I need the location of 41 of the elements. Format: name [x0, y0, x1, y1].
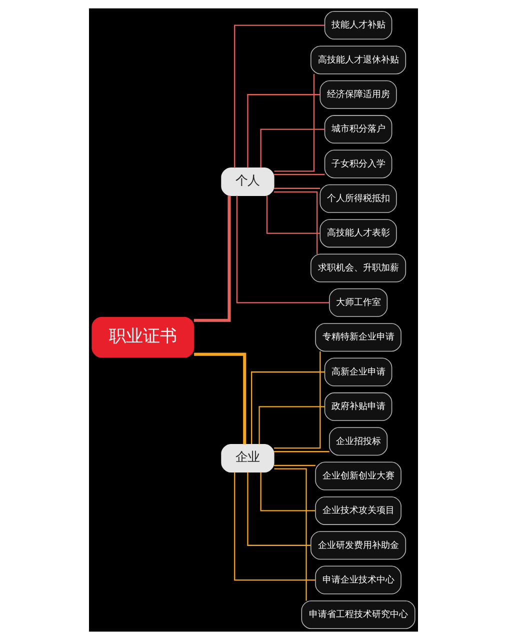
connector — [247, 94, 320, 168]
connector — [247, 472, 311, 546]
connector — [274, 351, 321, 449]
node-box: 企业招投标 — [329, 427, 388, 456]
connector — [274, 451, 330, 452]
connector — [274, 74, 315, 172]
node-box: 经济保障适用房 — [320, 80, 397, 109]
connector — [274, 468, 307, 601]
node-box: 企业研发费用补助金 — [310, 531, 406, 560]
connector — [260, 128, 325, 168]
node-box: 申请省工程技术研究中心 — [301, 600, 416, 629]
node-box: 大师工作室 — [329, 288, 388, 317]
node-box: 专精特新企业申请 — [315, 323, 402, 352]
connector — [274, 191, 318, 254]
connector — [266, 196, 320, 234]
node-box: 企业技术攻关项目 — [315, 496, 402, 525]
connector — [274, 174, 325, 176]
node-box: 企业创新创业大赛 — [315, 462, 402, 490]
node-box: 子女积分入学 — [324, 150, 392, 178]
node-box: 城市积分落户 — [324, 115, 392, 144]
node-box: 企业 — [221, 444, 274, 473]
connector — [194, 352, 246, 444]
connector — [274, 188, 320, 189]
node-box: 技能人才补贴 — [324, 11, 392, 40]
node-box: 高技能人才表彰 — [320, 219, 397, 248]
connector — [251, 371, 325, 444]
connector — [234, 24, 324, 168]
node-box: 高新企业申请 — [324, 358, 392, 386]
connector — [234, 472, 316, 581]
node-box: 申请企业技术中心 — [315, 566, 402, 594]
node-box: 高技能人才退休补贴 — [310, 46, 406, 74]
node-box: 政府补贴申请 — [324, 392, 392, 421]
connector — [274, 464, 316, 466]
connector — [236, 196, 330, 304]
connector — [194, 196, 231, 322]
connector — [258, 406, 325, 444]
node-box: 个人所得税抵扣 — [320, 184, 397, 213]
node-box: 个人 — [221, 167, 274, 196]
node-box: 职业证书 — [92, 316, 194, 358]
node-box: 求职机会、升职加薪 — [310, 254, 406, 282]
connector — [260, 472, 316, 512]
